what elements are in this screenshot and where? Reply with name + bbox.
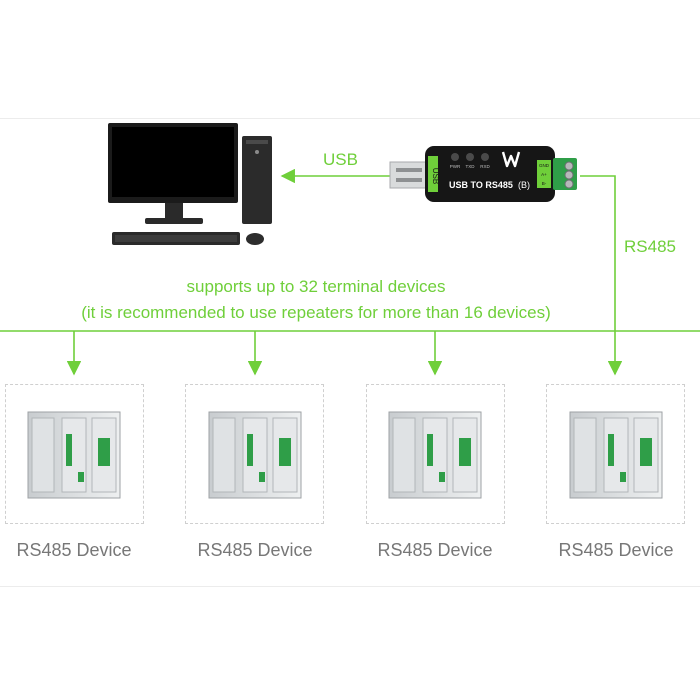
top-band-line bbox=[0, 118, 700, 119]
support-note-line1: supports up to 32 terminal devices bbox=[186, 277, 446, 296]
device-frame-2 bbox=[185, 384, 324, 524]
rs485-line bbox=[580, 175, 623, 376]
device-label-3: RS485 Device bbox=[377, 540, 493, 560]
keyboard bbox=[112, 232, 240, 245]
led-label-rxd: RXD bbox=[480, 164, 490, 169]
device-label-4: RS485 Device bbox=[558, 540, 674, 560]
usb-rs485-converter: USB PWR TXD RXD USB TO RS485 (B) GND A+ … bbox=[389, 146, 577, 202]
terminal-label-a: A+ bbox=[541, 172, 547, 177]
device-image-1 bbox=[27, 411, 121, 499]
terminal-label-gnd: GND bbox=[539, 163, 550, 168]
device-label-1: RS485 Device bbox=[16, 540, 132, 560]
pc-monitor bbox=[108, 123, 238, 224]
device-image-4 bbox=[569, 411, 663, 499]
support-note-line2: (it is recommended to use repeaters for … bbox=[81, 303, 551, 322]
led-label-pwr: PWR bbox=[450, 164, 461, 169]
pc-tower bbox=[242, 136, 272, 224]
device-label-2: RS485 Device bbox=[197, 540, 313, 560]
mouse bbox=[246, 233, 264, 245]
brand-logo-icon bbox=[501, 151, 521, 168]
device-frame-1 bbox=[5, 384, 144, 524]
device-image-2 bbox=[208, 411, 302, 499]
device-frame-3 bbox=[366, 384, 505, 524]
terminal-label-b: B- bbox=[542, 181, 547, 186]
device-frame-4 bbox=[546, 384, 685, 524]
converter-usb-tag: USB bbox=[431, 168, 440, 184]
bottom-band-line bbox=[0, 586, 700, 587]
usb-label: USB bbox=[323, 150, 358, 169]
device-image-3 bbox=[388, 411, 482, 499]
converter-title: USB TO RS485 bbox=[449, 180, 513, 190]
rs485-label: RS485 bbox=[624, 237, 676, 256]
converter-variant: (B) bbox=[518, 180, 530, 190]
led-label-txd: TXD bbox=[466, 164, 476, 169]
